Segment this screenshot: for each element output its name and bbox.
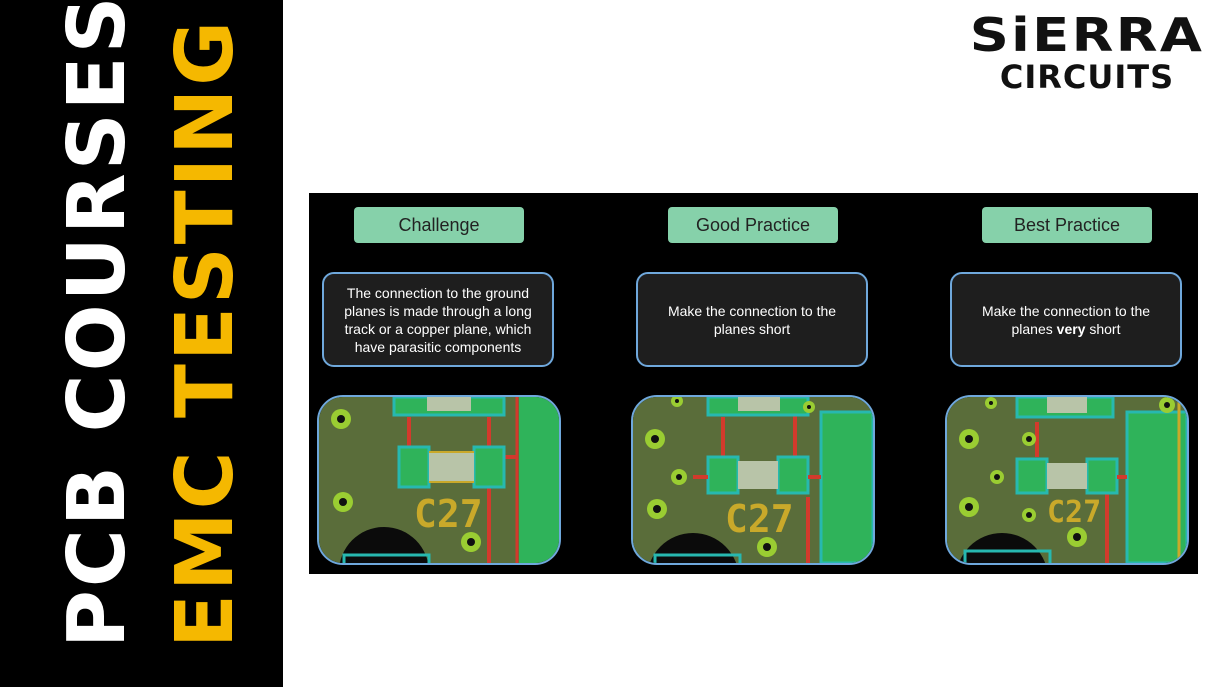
logo-wordmark-bottom: CIRCUITS (999, 58, 1175, 96)
description-best-practice: Make the connection to the planes very s… (950, 272, 1182, 367)
description-good-practice: Make the connection to the planes short (636, 272, 868, 367)
pcb-practice-diagram: Challenge The connection to the ground p… (309, 193, 1198, 574)
tag-best-practice: Best Practice (982, 207, 1152, 243)
description-challenge: The connection to the ground planes is m… (322, 272, 554, 367)
silkscreen-label-c27: C27 (1047, 495, 1101, 530)
emphasis-very: very (1056, 320, 1086, 337)
silkscreen-label-c27: C27 (725, 497, 794, 541)
column-challenge: Challenge The connection to the ground p… (317, 193, 577, 574)
pcb-image-best-practice: C27 (945, 395, 1189, 565)
sierra-circuits-logo: SiERRA CIRCUITS (958, 8, 1216, 98)
column-good-practice: Good Practice Make the connection to the… (631, 193, 891, 574)
tag-good-practice: Good Practice (668, 207, 838, 243)
course-title-emc-testing: EMC TESTING (159, 17, 251, 648)
silkscreen-label-c27: C27 (414, 492, 483, 536)
pcb-image-good-practice: C27 (631, 395, 875, 565)
logo-wordmark-top: SiERRA (969, 8, 1205, 62)
course-title-pcb-courses: PCB COURSES (51, 0, 143, 648)
column-best-practice: Best Practice Make the connection to the… (945, 193, 1205, 574)
tag-challenge: Challenge (354, 207, 524, 243)
pcb-image-challenge: C27 (317, 395, 561, 565)
course-banner: PCB COURSES EMC TESTING (0, 0, 283, 687)
